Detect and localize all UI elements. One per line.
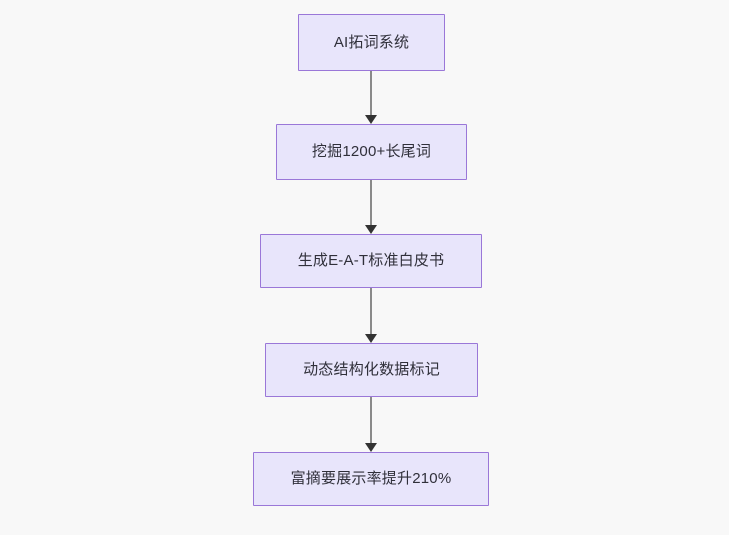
flow-node-label: 富摘要展示率提升210% [290, 470, 452, 487]
edge-line [370, 397, 372, 443]
flow-node-ai-keyword-system[interactable]: AI拓词系统 [298, 14, 445, 71]
edge-line [370, 71, 372, 115]
arrow-down-icon [365, 334, 377, 343]
flow-node-rich-snippet-uplift[interactable]: 富摘要展示率提升210% [253, 452, 489, 506]
flow-node-label: 挖掘1200+长尾词 [311, 143, 432, 160]
edge-line [370, 180, 372, 225]
arrow-down-icon [365, 443, 377, 452]
flow-node-dynamic-structured-data-markup[interactable]: 动态结构化数据标记 [265, 343, 478, 397]
flow-node-mine-longtail-keywords[interactable]: 挖掘1200+长尾词 [276, 124, 467, 180]
flow-node-label: 动态结构化数据标记 [303, 361, 440, 378]
edge-line [370, 288, 372, 334]
flow-node-generate-eat-whitepaper[interactable]: 生成E-A-T标准白皮书 [260, 234, 482, 288]
flow-node-label: 生成E-A-T标准白皮书 [297, 252, 445, 269]
arrow-down-icon [365, 225, 377, 234]
arrow-down-icon [365, 115, 377, 124]
flow-node-label: AI拓词系统 [333, 33, 410, 51]
